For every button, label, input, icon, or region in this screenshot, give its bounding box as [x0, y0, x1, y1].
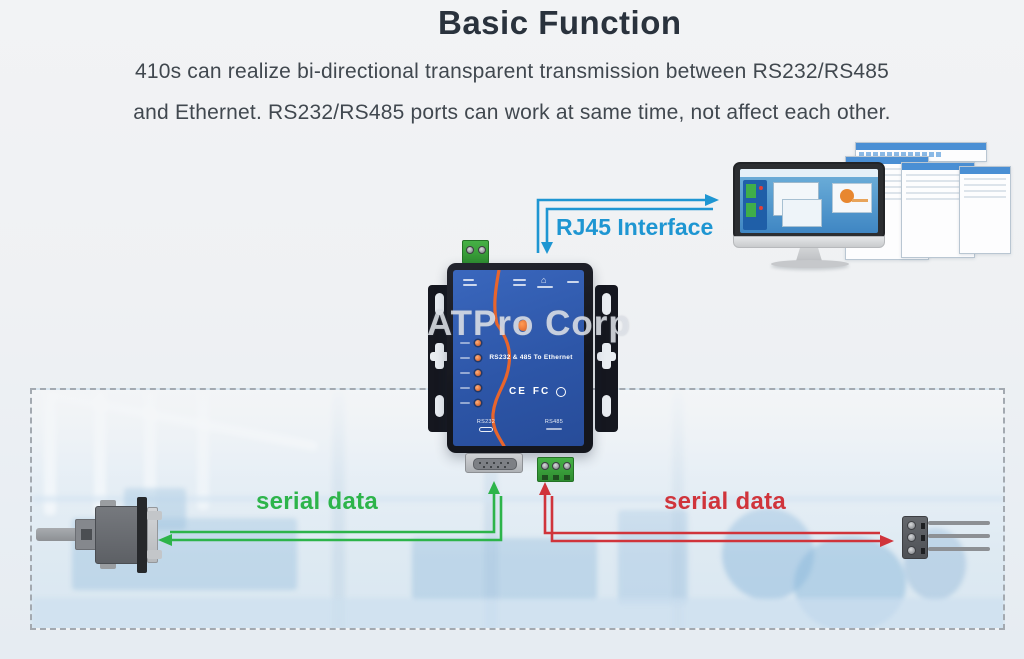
serial-data-label-left: serial data [256, 488, 379, 515]
terminal-wire [928, 547, 990, 551]
mounting-ear-right [595, 285, 618, 432]
db9-icon [479, 427, 493, 432]
led-label [460, 372, 470, 374]
description-line-1: 410s can realize bi-directional transpar… [134, 60, 890, 83]
db9-serial-connector [36, 494, 166, 576]
monitor-chin [733, 236, 885, 248]
certification-marks: CE FC [509, 386, 567, 397]
home-icon: ⌂ [541, 275, 547, 285]
serial-device-server: ⌂ RS232 & 485 To Ethernet CE FC RS232 RS4… [428, 238, 618, 483]
panel-marking [513, 284, 526, 286]
panel-marking [463, 284, 477, 286]
terminal-body [902, 516, 928, 559]
led-label [460, 342, 470, 344]
hmi-box [782, 199, 822, 227]
hmi-topbar [740, 169, 878, 177]
rs485-port-label: RS485 [539, 419, 569, 430]
led-indicator [475, 355, 481, 361]
device-model-text: RS232 & 485 To Ethernet [489, 354, 573, 361]
device-faceplate: ⌂ RS232 & 485 To Ethernet CE FC RS232 RS4… [453, 270, 584, 446]
rohs-mark [556, 386, 567, 397]
brand-logo-dot [518, 320, 529, 331]
pc-group [733, 140, 1023, 275]
led-indicator [475, 385, 481, 391]
panel-marking [537, 286, 553, 288]
fcc-mark: FC [532, 386, 551, 397]
led-indicator [475, 370, 481, 376]
led-label [460, 357, 470, 359]
hmi-widget [746, 203, 756, 217]
hmi-widget [746, 184, 756, 198]
connector-flange [137, 497, 147, 573]
rs485-terminal [537, 457, 574, 482]
terminal-wire [928, 534, 990, 538]
monitor-screen [740, 169, 878, 233]
led-label [460, 402, 470, 404]
serial-cable [36, 528, 78, 541]
window-titlebar [856, 143, 986, 150]
monitor-stand [796, 248, 822, 261]
orange-stripe [491, 270, 512, 446]
window-titlebar [902, 163, 974, 170]
window-titlebar [846, 157, 928, 164]
connector-body [95, 506, 140, 564]
panel-marking [513, 279, 526, 281]
software-window [959, 166, 1011, 254]
serial-data-label-right: serial data [664, 488, 787, 515]
rj45-interface-label: RJ45 Interface [556, 214, 714, 240]
rs232-db9-port [465, 453, 523, 473]
monitor [733, 162, 885, 240]
ce-mark: CE [509, 386, 527, 397]
window-toolbar [856, 150, 986, 159]
hmi-widget [759, 186, 763, 190]
rs232-port-label: RS232 [471, 419, 501, 432]
terminal-wire [928, 521, 990, 525]
watermark-text: ATPro Corp [427, 304, 631, 343]
connector-face [147, 507, 158, 563]
page-title: Basic Function [438, 4, 682, 41]
hmi-widget [759, 206, 763, 210]
panel-marking [463, 279, 474, 281]
hmi-graphic [852, 199, 868, 202]
led-indicator [475, 340, 481, 346]
panel-marking [567, 281, 579, 283]
terminal-block-3pin [900, 514, 996, 560]
led-label [460, 387, 470, 389]
connector-screw-top [100, 500, 116, 509]
connector-tab [147, 550, 162, 559]
power-terminal [462, 240, 489, 264]
hmi-graphic [840, 189, 854, 203]
led-indicator [475, 400, 481, 406]
arrowhead-right [705, 194, 719, 206]
connector-screw-bottom [100, 560, 116, 569]
description-line-2: and Ethernet. RS232/RS485 ports can work… [133, 101, 891, 124]
monitor-base [771, 260, 849, 268]
window-titlebar [960, 167, 1010, 174]
connector-tab [147, 511, 162, 520]
mounting-ear-left [428, 285, 451, 432]
